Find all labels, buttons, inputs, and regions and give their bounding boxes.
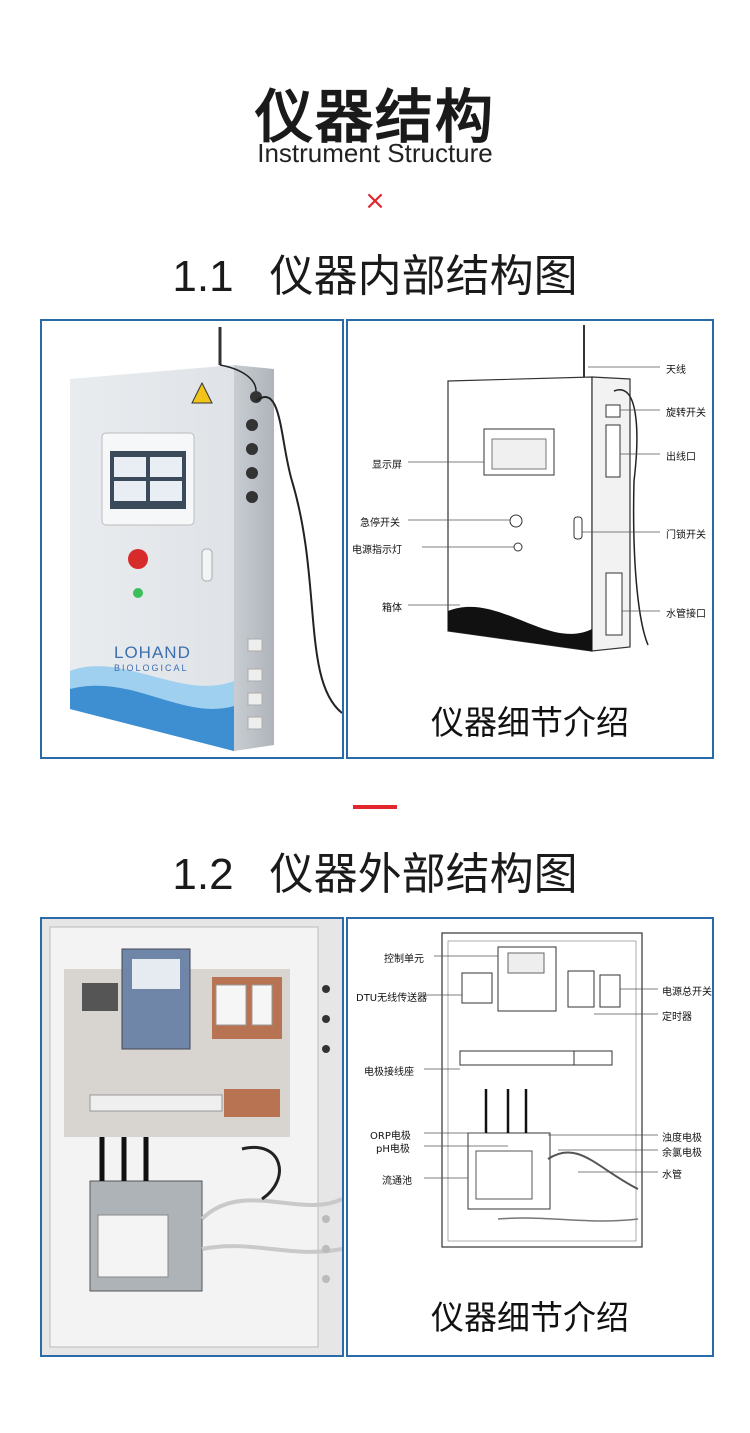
label-cable-outlet: 出线口 — [666, 452, 696, 463]
label-dtu: DTU无线传送器 — [356, 993, 428, 1004]
label-water-interface: 水管接口 — [666, 609, 706, 620]
label-electrode-terminal: 电极接线座 — [364, 1067, 414, 1078]
page-subtitle: Instrument Structure — [257, 138, 493, 168]
cabinet-photo: LOHAND BIOLOGICAL — [40, 319, 344, 759]
section2-heading: 仪器外部结构图 — [269, 849, 578, 900]
detail-diagram-2: 控制单元 DTU无线传送器 电源总开关 定时器 电极接线座 ORP电极 pH电极… — [346, 917, 714, 1357]
detail-caption-1: 仪器细节介绍 — [431, 703, 629, 742]
cabinet-photo-illustration — [70, 327, 342, 751]
label-orp-electrode: ORP电极 — [370, 1131, 411, 1142]
label-flow-cell: 流通池 — [382, 1176, 412, 1187]
brand-logo-subtext: BIOLOGICAL — [114, 663, 189, 673]
label-antenna: 天线 — [666, 365, 686, 376]
detail-diagram-1-drawing — [408, 325, 660, 652]
label-turbidity-electrode: 浊度电极 — [662, 1133, 702, 1144]
divider-cross-icon: × — [364, 186, 386, 216]
label-display: 显示屏 — [372, 460, 402, 471]
label-emergency-stop: 急停开关 — [360, 518, 400, 529]
section1-heading: 仪器内部结构图 — [269, 251, 578, 302]
open-cabinet-photo — [40, 917, 344, 1357]
section1-number: 1.1 — [172, 252, 234, 301]
section1-title: 1.1 仪器内部结构图 — [0, 240, 750, 304]
section-divider-bar — [353, 805, 397, 809]
label-cabinet: 箱体 — [382, 603, 402, 614]
brand-logo-text: LOHAND — [114, 643, 191, 662]
section2-number: 1.2 — [172, 850, 234, 899]
label-water-pipe: 水管 — [662, 1170, 682, 1181]
open-cabinet-illustration — [42, 919, 342, 1355]
detail-caption-2: 仪器细节介绍 — [431, 1298, 629, 1337]
detail-diagram-1: 天线 旋转开关 出线口 显示屏 急停开关 门锁开关 电源指示灯 箱体 水管接口 … — [346, 319, 714, 759]
label-door-lock: 门锁开关 — [666, 530, 706, 541]
label-power-light: 电源指示灯 — [352, 545, 402, 556]
label-ph-electrode: pH电极 — [376, 1144, 410, 1155]
label-rotary-switch: 旋转开关 — [666, 408, 706, 419]
detail-diagram-2-drawing — [424, 932, 658, 1248]
section2-title: 1.2 仪器外部结构图 — [0, 838, 750, 902]
label-timer: 定时器 — [662, 1012, 692, 1023]
label-control-unit: 控制单元 — [384, 954, 424, 965]
label-main-switch: 电源总开关 — [662, 987, 712, 998]
label-chlorine-electrode: 余氯电极 — [662, 1148, 702, 1159]
page-title: 仪器结构 — [254, 83, 495, 151]
